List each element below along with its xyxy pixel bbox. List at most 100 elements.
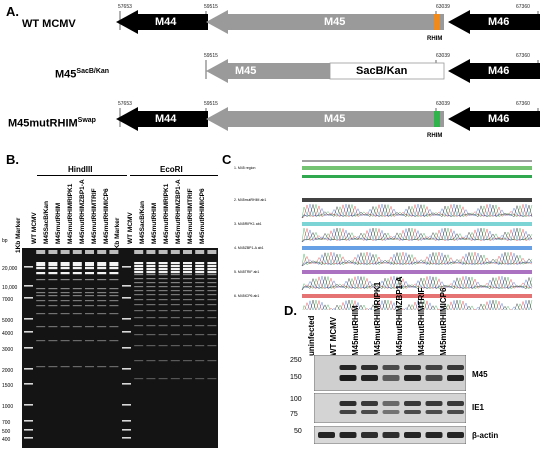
residue-cell [472,270,477,274]
residue-cell [512,270,517,274]
residue-cell [442,246,447,250]
dna-band [207,299,217,301]
dna-band [170,304,180,306]
dna-band [48,305,58,307]
well [72,250,82,254]
dna-band [158,360,168,362]
residue-cell [347,294,352,298]
residue-cell [382,270,387,274]
dna-band [72,295,82,297]
residue-cell [462,222,467,226]
panel-b-label: B. [6,152,19,167]
ladder-band [122,318,131,320]
protein-band [339,365,357,370]
residue-cell [322,270,327,274]
dna-band [85,326,94,328]
residue-cell [342,198,347,202]
residue-cell [477,222,482,226]
residue-cell [332,166,337,170]
dna-band [134,304,144,306]
protein-band [425,401,443,406]
residue-cell [422,294,427,298]
residue-cell [307,166,312,170]
residue-cell [367,270,372,274]
dna-band [134,378,144,380]
dna-band [134,282,144,284]
protein-band [382,365,400,370]
protein-band [361,375,378,381]
dna-band [170,299,180,301]
residue-cell [427,166,432,170]
dna-band [183,317,192,319]
lane-label: M45mutRHIMZBP1-A [175,179,182,244]
gene-label: M45 [235,65,257,77]
sequencing-alignment [232,158,546,310]
residue-cell [342,166,347,170]
dna-band [134,286,144,288]
coord: 67360 [516,4,530,10]
residue-cell [392,166,397,170]
lane-label: M45mutRHIMRIPK1 [67,183,74,244]
dna-band [85,264,94,267]
residue-cell [487,222,492,226]
lane-label: WT MCMV [31,212,38,244]
lane-label: M45SacB/Kan [139,201,146,244]
gene-map-wt [116,10,540,34]
dna-band [109,288,119,290]
residue-cell [457,166,462,170]
dna-band [195,310,205,312]
dna-band [134,310,144,312]
dna-band [195,345,205,347]
dna-band [48,300,58,302]
well [183,250,192,254]
dna-band [134,360,144,362]
dna-band [60,366,70,368]
ladder-mark: 20,000 [2,266,18,272]
dna-band [36,264,46,267]
residue-cell [362,270,367,274]
residue-cell [417,166,422,170]
protein-band [382,375,400,381]
residue-cell [467,246,472,250]
dna-band [72,313,82,315]
residue-cell [362,198,367,202]
ladder-band [24,331,33,333]
dna-band [36,295,46,297]
residue-cell [472,246,477,250]
ladder-band [122,420,131,422]
dna-band [60,313,70,315]
dna-band [158,286,168,288]
dna-band [134,325,144,327]
residue-cell [472,198,477,202]
residue-cell [347,246,352,250]
residue-cell [507,198,512,202]
gene-label: M45 [324,16,346,28]
dna-band [183,268,192,271]
dna-band [146,299,156,301]
dna-band [48,292,58,294]
dna-band [72,272,82,275]
dna-band [60,272,70,275]
residue-cell [507,246,512,250]
protein-band [361,432,378,438]
coord: 59515 [204,4,218,10]
residue-cell [442,294,447,298]
residue-cell [367,198,372,202]
residue-cell [327,246,332,250]
dna-band [183,271,192,274]
dna-band [109,326,119,328]
dna-band [195,299,205,301]
residue-cell [302,270,307,274]
chromatogram-trace [301,203,533,219]
residue-cell [452,246,457,250]
residue-cell [362,222,367,226]
dna-band [60,279,70,281]
residue-cell [392,294,397,298]
residue-cell [472,222,477,226]
dna-band [207,262,217,265]
dna-band [195,278,205,280]
residue-cell [457,222,462,226]
residue-cell [367,246,372,250]
ladder-band [122,297,131,299]
gene-label: M44 [155,16,177,28]
